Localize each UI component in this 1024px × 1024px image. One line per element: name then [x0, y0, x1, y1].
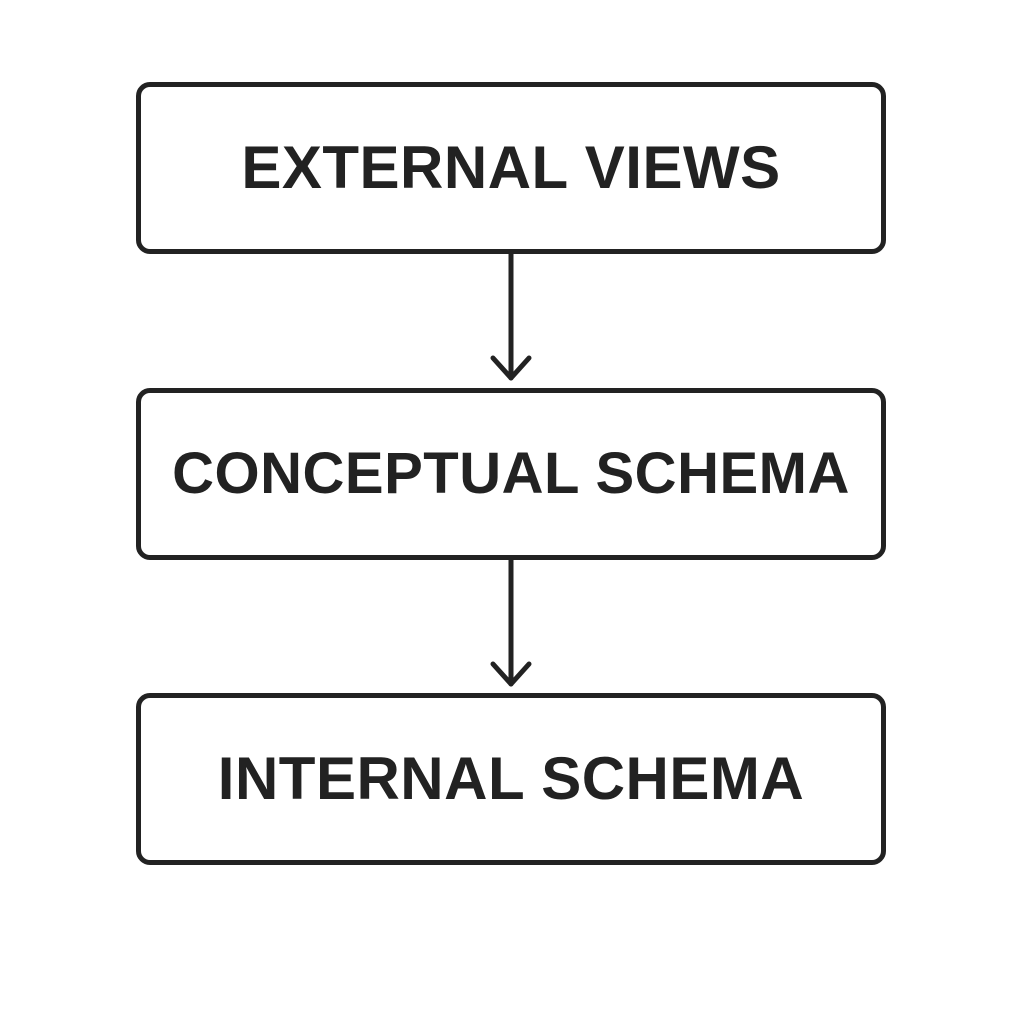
arrow-conceptual-to-internal: [490, 557, 532, 687]
conceptual-schema-box: CONCEPTUAL SCHEMA: [136, 388, 886, 560]
external-views-label: EXTERNAL VIEWS: [241, 134, 781, 201]
external-views-box: EXTERNAL VIEWS: [136, 82, 886, 254]
internal-schema-box: INTERNAL SCHEMA: [136, 693, 886, 865]
conceptual-schema-label: CONCEPTUAL SCHEMA: [172, 441, 850, 506]
internal-schema-label: INTERNAL SCHEMA: [217, 745, 805, 812]
arrow-external-to-conceptual: [490, 251, 532, 381]
